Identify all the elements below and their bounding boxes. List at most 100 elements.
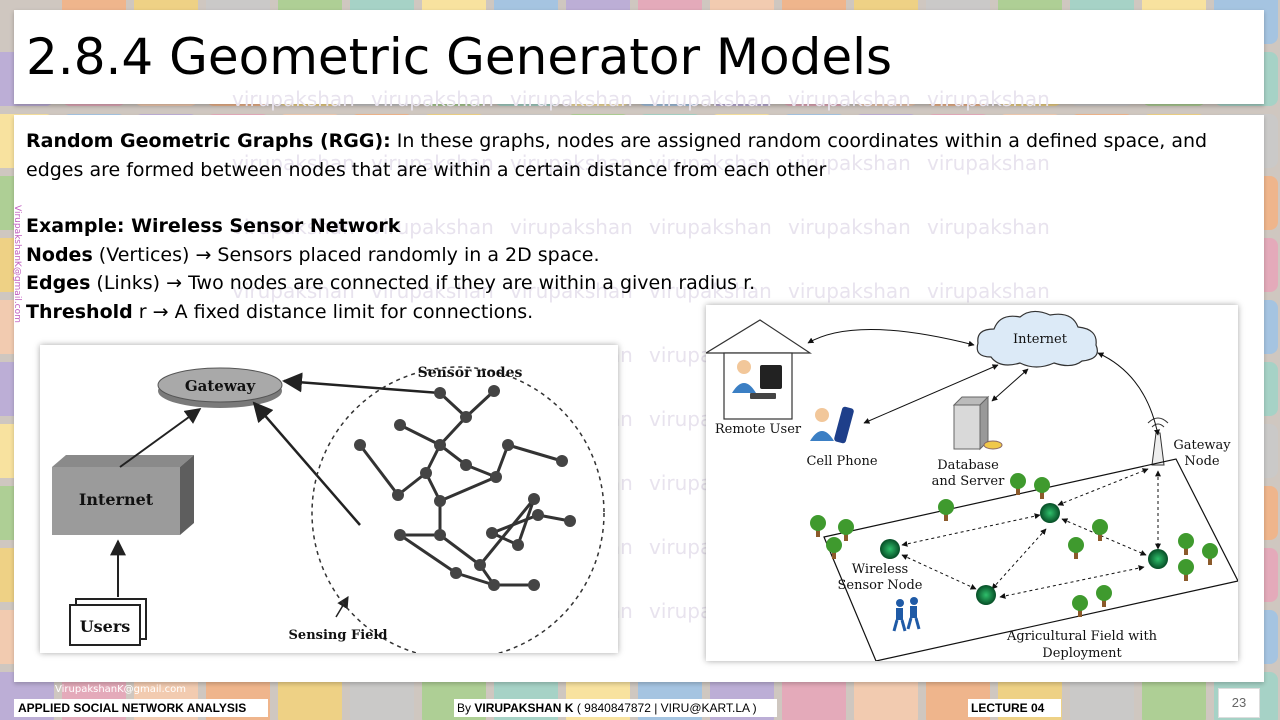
sensor-node [474,559,486,571]
footer-course: APPLIED SOCIAL NETWORK ANALYSIS [14,699,268,717]
sensor-node [512,539,524,551]
sensor-links [901,468,1161,599]
tree-icon [1034,477,1050,493]
sensor-node [564,515,576,527]
tree-trunk [832,549,836,559]
spacer [26,184,1241,212]
sensor-node [488,579,500,591]
sensor-node [460,411,472,423]
footer-author-block: By VIRUPAKSHAN K ( 9840847872 | VIRU@KAR… [454,699,777,717]
page-number: 23 [1218,688,1260,718]
sensor-node-graph [354,385,576,591]
footer-author: VIRUPAKSHAN K [474,701,574,715]
sensor-node [450,567,462,579]
sensor-edge [399,533,457,575]
threshold-line: Threshold r → A fixed distance limit for… [26,298,1241,327]
sensor-node [394,419,406,431]
sensor-node [486,527,498,539]
sensor-node [434,387,446,399]
edges-line: Edges (Links) → Two nodes are connected … [26,269,1241,298]
threshold-term: Threshold [26,300,133,323]
nodes-text: (Vertices) → Sensors placed randomly in … [92,243,600,266]
sensor-edge [464,389,496,419]
iot-agriculture-diagram: Remote User Cell Phone Internet Database… [703,310,1239,662]
internet-box-side [180,455,194,535]
remote-user-label: Remote User [715,422,802,437]
gateway-node-label-1: Gateway [1173,438,1231,453]
wireless-sensor-node [1040,503,1060,523]
edges-text: (Links) → Two nodes are connected if the… [90,272,756,294]
gateway-label: Gateway [185,377,257,395]
database-icon [983,440,1003,450]
tree-icon [1072,595,1088,611]
tree-icon [938,499,954,515]
sensor-node [556,455,568,467]
user-body [732,383,756,393]
tree-trunk [1040,489,1044,499]
example-heading: Example: Wireless Sensor Network [26,212,1241,241]
house-roof [703,319,812,354]
tree-trunk [944,511,948,521]
tree-icon [1092,519,1108,535]
footer-email: VirupakshanK@gmail.com [55,684,186,695]
footer-lecture: LECTURE 04 [968,699,1061,717]
sensor-edge [358,444,400,496]
tree-icon [826,537,842,553]
database-label-1: Database [937,458,999,473]
body-text: Random Geometric Graphs (RGG): In these … [26,127,1241,326]
gateway-node-label-2: Node [1184,454,1220,469]
sensing-field-circle [311,366,605,660]
field-label-1: Agricultural Field with [1006,629,1158,644]
tree-trunk [1208,555,1212,565]
database-label-2: and Server [932,474,1005,489]
tree-icon [1068,537,1084,553]
sensor-node [528,493,540,505]
user-head [737,360,751,374]
sensor-edge [438,415,468,447]
trees-group [810,473,1218,617]
tree-trunk [1184,571,1188,581]
sensor-edge [399,423,441,447]
tree-icon [1010,473,1026,489]
sensor-node [434,439,446,451]
sensor-node [394,529,406,541]
arrow-house-internet [807,329,975,347]
tree-trunk [1184,545,1188,555]
internet-box [52,467,180,535]
edges-term: Edges [26,272,91,294]
rgg-definition: In these graphs, nodes are assigned rand… [26,130,1208,181]
footer-contact: ( 9840847872 | VIRU@KART.LA ) [573,701,757,715]
example-heading-text: Example: Wireless Sensor Network [26,215,401,237]
footer-by: By [457,701,472,715]
tree-icon [1178,533,1194,549]
tree-icon [1202,543,1218,559]
users-label: Users [80,617,131,636]
iot-agriculture-figure: Remote User Cell Phone Internet Database… [703,305,1239,662]
tree-trunk [844,531,848,541]
arrow-phone-internet [863,364,999,424]
tree-icon [1096,585,1112,601]
rgg-paragraph: Random Geometric Graphs (RGG): In these … [26,127,1241,184]
sensor-node [434,529,446,541]
wireless-sensor-node [880,539,900,559]
users-box [69,604,141,646]
cell-phone-label: Cell Phone [806,454,877,469]
internet-cloud [976,310,1098,368]
sensor-to-gateway-arrow-2 [252,401,361,526]
internet-box-top [52,455,194,467]
sensor-edge [439,533,481,567]
tree-icon [1178,559,1194,575]
tree-trunk [1016,485,1020,495]
tree-trunk [1098,531,1102,541]
sensor-node [420,467,432,479]
sensor-edge [439,475,497,503]
threshold-text: r → A fixed distance limit for connectio… [132,300,534,323]
sensor-node [490,471,502,483]
sensor-node [354,439,366,451]
tree-icon [810,515,826,531]
sensor-nodes-label: Sensor nodes [418,365,523,381]
sensing-field-label: Sensing Field [289,628,388,643]
sensor-node [528,579,540,591]
tree-trunk [1078,607,1082,617]
